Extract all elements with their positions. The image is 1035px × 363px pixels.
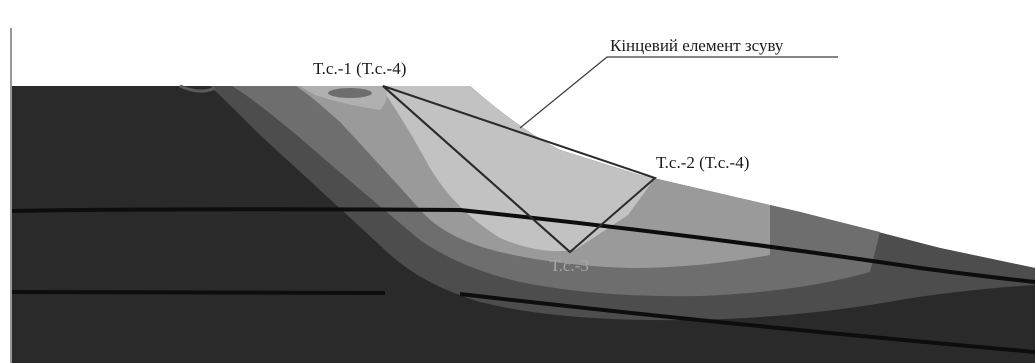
- label-point-3: Т.с.-3: [550, 256, 589, 275]
- label-point-2: Т.с.-2 (Т.с.-4): [656, 153, 749, 172]
- crest-dark-blob: [328, 88, 372, 98]
- layer-line-lower-left: [11, 290, 386, 295]
- label-point-1: Т.с.-1 (Т.с.-4): [313, 59, 406, 78]
- stress-zone-core: [380, 86, 655, 252]
- crest-small-mark: [179, 84, 216, 93]
- layer-line-lower-right: [459, 292, 1035, 354]
- layer-line-upper: [11, 207, 1035, 284]
- landslide-leader-line: [519, 56, 608, 129]
- label-landslide-element: Кінцевий елемент зсуву: [610, 36, 784, 55]
- slide-element-diagonal: [382, 85, 571, 253]
